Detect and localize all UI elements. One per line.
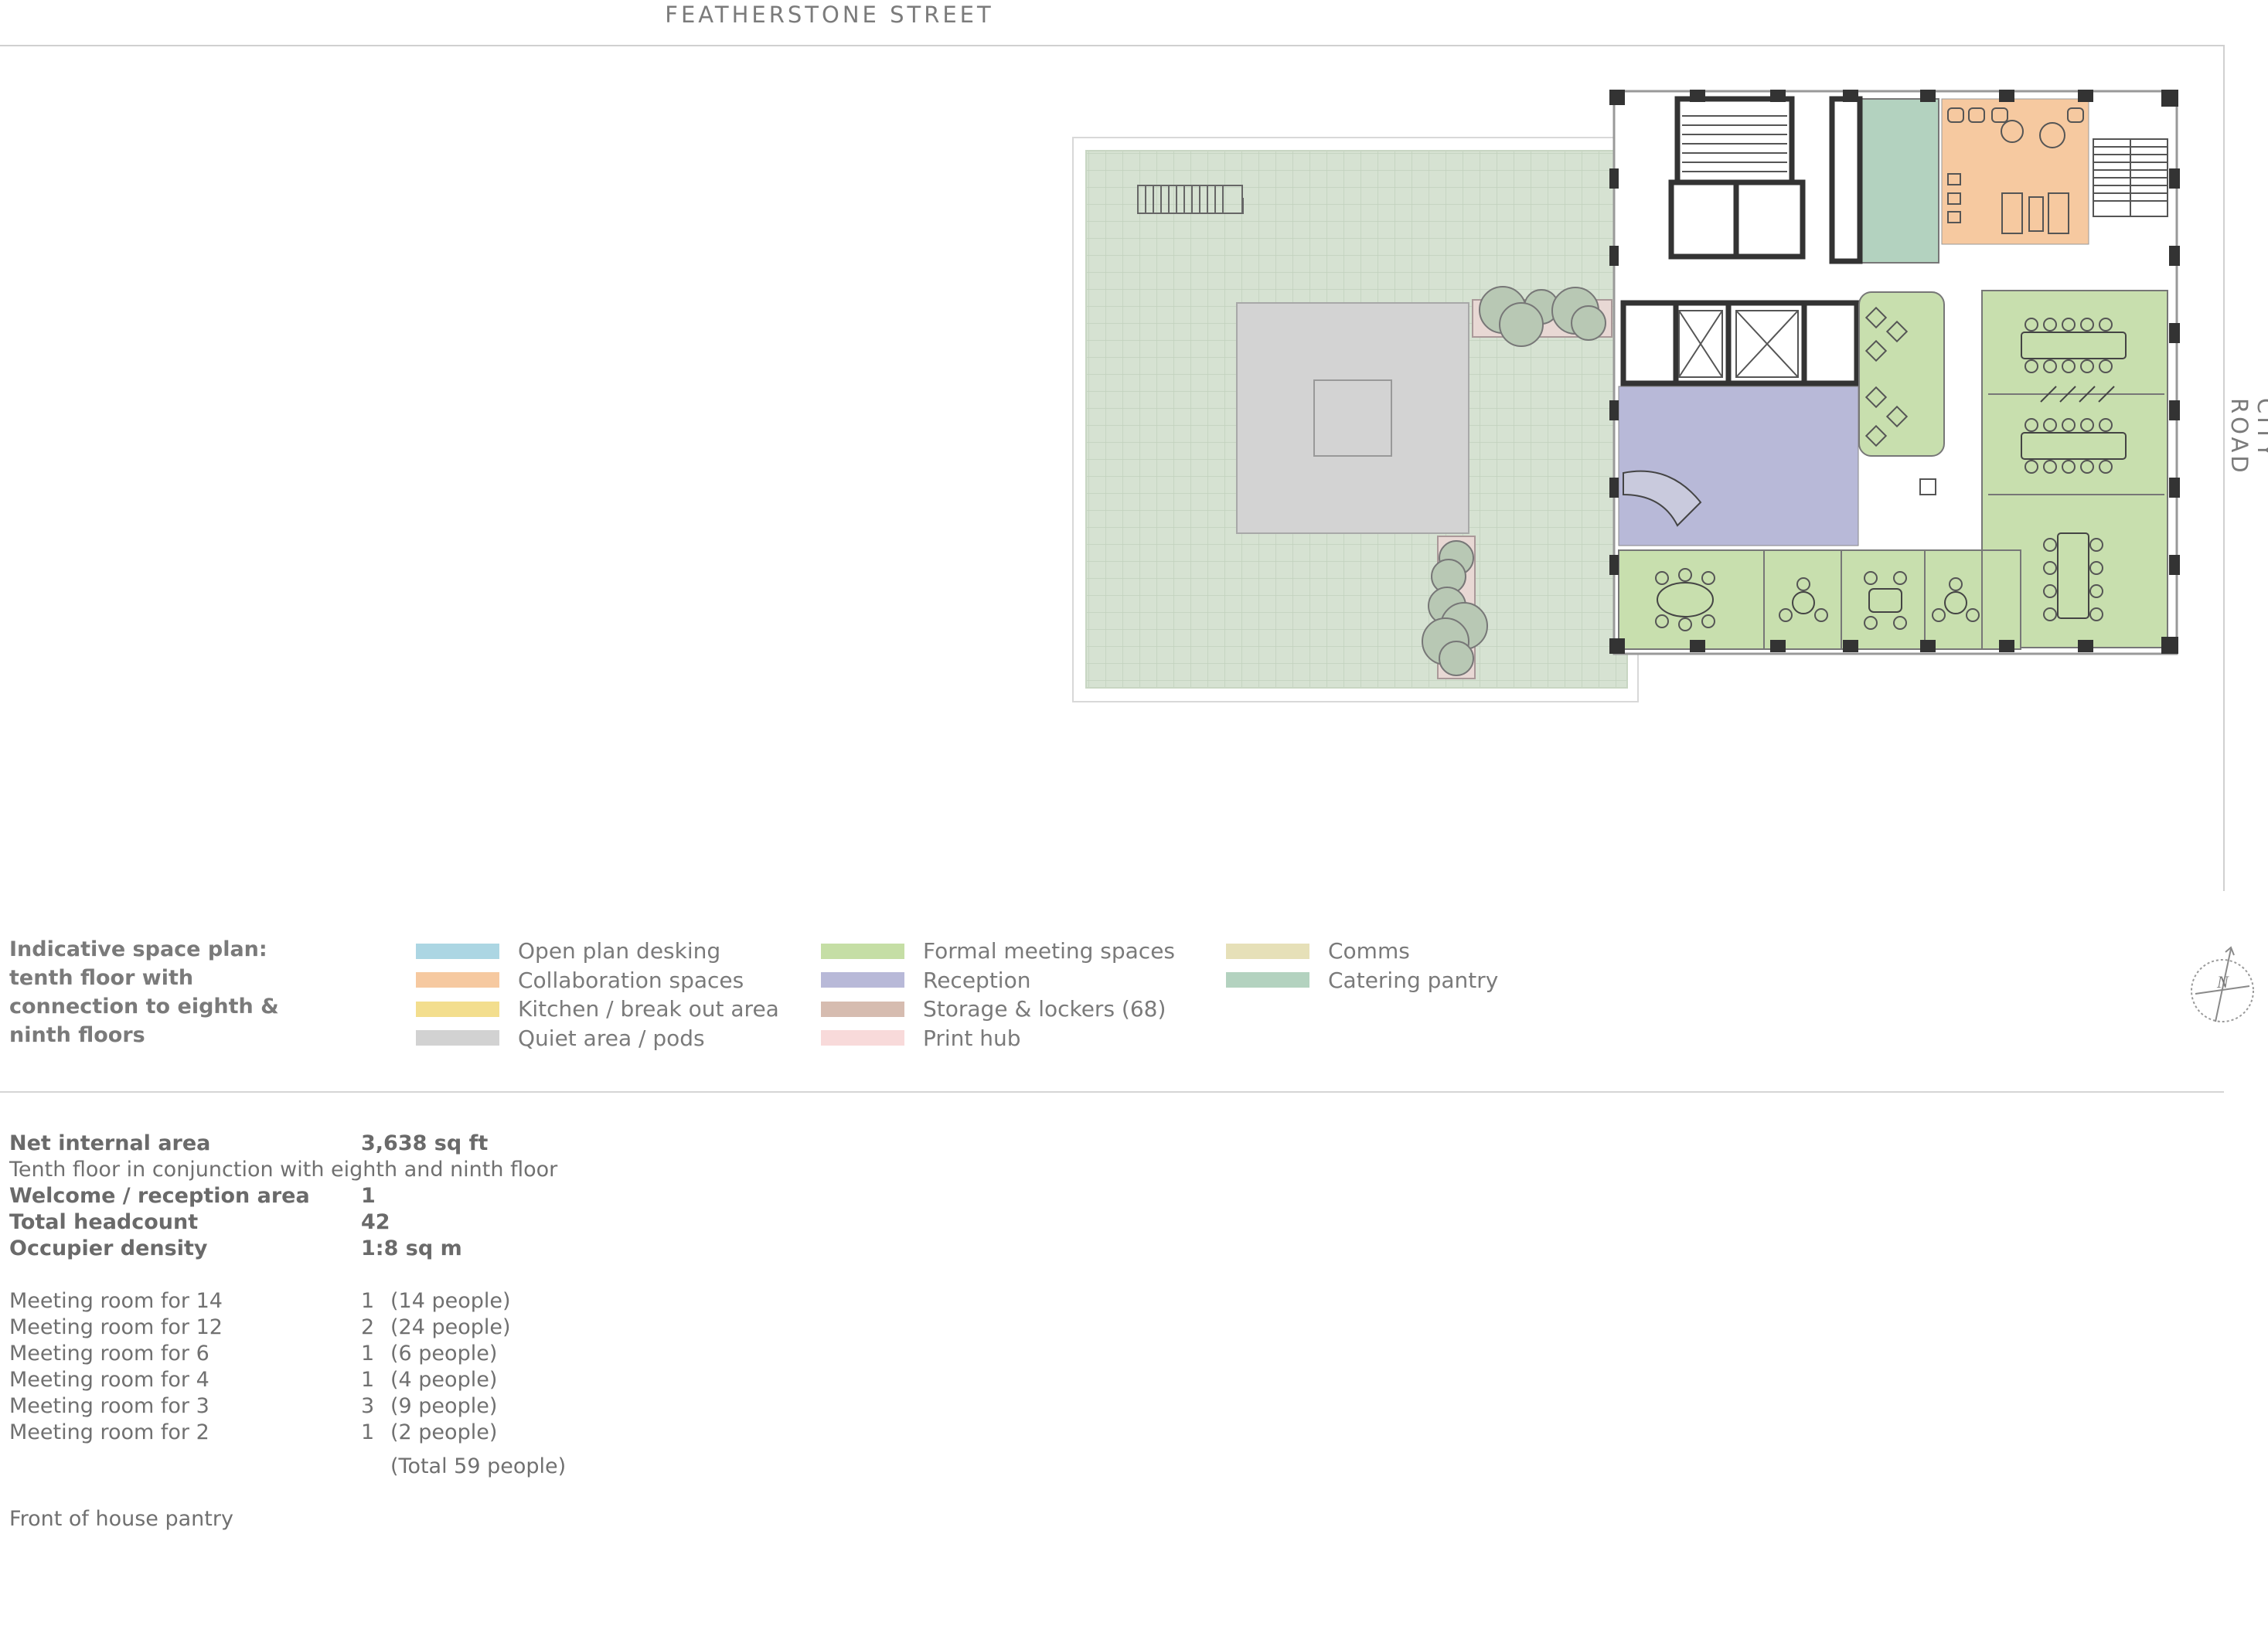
collaboration-space	[1941, 98, 2089, 245]
stat-value: 42	[361, 1210, 390, 1234]
structural-columns	[1609, 90, 2180, 654]
legend-swatch	[416, 943, 499, 959]
stat-value: 1	[361, 1184, 376, 1208]
stat-note: Tenth floor in conjunction with eighth a…	[9, 1158, 558, 1182]
north-arrow-icon: N	[2189, 941, 2256, 1026]
legend-swatch	[821, 1001, 904, 1017]
lounge-chairs	[1864, 306, 1909, 447]
legend-item: Print hub	[821, 1024, 1175, 1053]
stat-label: Net internal area	[9, 1131, 211, 1155]
legend-item: Open plan desking	[416, 937, 779, 966]
legend-label: Kitchen / break out area	[518, 996, 779, 1022]
collab-furniture	[1947, 107, 2084, 234]
legend-label: Formal meeting spaces	[923, 938, 1176, 964]
legend-label: Reception	[923, 967, 1031, 993]
legend-label: Collaboration spaces	[518, 967, 744, 993]
meeting-room-label: Meeting room for 4	[9, 1368, 209, 1392]
stair-core	[1682, 115, 1787, 172]
legend-swatch	[416, 1001, 499, 1017]
meeting-tables-south	[1657, 582, 1967, 617]
meeting-room-people: (4 people)	[390, 1368, 498, 1392]
legend-swatch	[416, 972, 499, 988]
floor-plan	[1072, 90, 2180, 702]
meeting-room-label: Meeting room for 3	[9, 1394, 209, 1418]
street-label-city-road: CITY ROAD	[2226, 398, 2268, 476]
comms-box	[1919, 478, 1936, 495]
meeting-room-people: (2 people)	[390, 1420, 498, 1444]
legend-item: Reception	[821, 966, 1175, 995]
site-boundary-right	[2223, 45, 2225, 891]
meeting-room-count: 1	[361, 1368, 375, 1392]
meeting-room-people: (9 people)	[390, 1394, 498, 1418]
meeting-room-count: 1	[361, 1289, 375, 1313]
meeting-rooms-south	[1618, 549, 2021, 650]
chairs-east	[2025, 318, 2113, 621]
stat-label: Occupier density	[9, 1236, 208, 1260]
legend-swatch	[416, 1030, 499, 1046]
street-label-featherstone: FEATHERSTONE STREET	[665, 2, 994, 28]
legend-label: Open plan desking	[518, 938, 721, 964]
legend-item: Storage & lockers (68)	[821, 995, 1175, 1024]
site-boundary-top	[0, 45, 2225, 46]
legend-item: Comms	[1226, 937, 1498, 966]
meeting-room-label: Meeting room for 2	[9, 1420, 209, 1444]
trees	[1422, 286, 1606, 676]
meeting-room-people: (24 people)	[390, 1315, 511, 1339]
quiet-area	[1236, 302, 1469, 534]
meeting-room-label: Meeting room for 12	[9, 1315, 223, 1339]
stat-value: 1:8 sq m	[361, 1236, 462, 1260]
legend-label: Catering pantry	[1328, 967, 1499, 993]
legend-item: Formal meeting spaces	[821, 937, 1175, 966]
legend-item: Kitchen / break out area	[416, 995, 779, 1024]
stat-label: Total headcount	[9, 1210, 199, 1234]
meeting-room-label: Meeting room for 6	[9, 1342, 209, 1366]
lounge-pods	[1858, 291, 1945, 457]
legend-swatch	[821, 943, 904, 959]
legend-swatch	[821, 1030, 904, 1046]
legend-swatch	[821, 972, 904, 988]
legend-item: Catering pantry	[1226, 966, 1498, 995]
legend-item: Quiet area / pods	[416, 1024, 779, 1053]
legend-swatch	[1226, 943, 1309, 959]
chairs-south	[1655, 568, 1980, 631]
meeting-room-count: 3	[361, 1394, 375, 1418]
legend-title: Indicative space plan: tenth floor with …	[9, 937, 279, 1047]
legend-item: Collaboration spaces	[416, 966, 779, 995]
legend-label: Comms	[1328, 938, 1410, 964]
meeting-tables-east	[2021, 332, 2127, 619]
meeting-room-people: (14 people)	[390, 1289, 511, 1313]
stair-east	[2093, 138, 2168, 217]
section-divider	[0, 1091, 2224, 1093]
legend-label: Storage & lockers (68)	[923, 996, 1166, 1022]
stat-total: (Total 59 people)	[390, 1454, 567, 1478]
rooflight	[1313, 379, 1392, 457]
catering-pantry	[1861, 98, 1939, 264]
legend-swatch	[1226, 972, 1309, 988]
meeting-room-label: Meeting room for 14	[9, 1289, 223, 1313]
meeting-room-count: 1	[361, 1342, 375, 1366]
stat-note: Front of house pantry	[9, 1507, 233, 1531]
terrace-stair	[1137, 185, 1244, 214]
legend-label: Quiet area / pods	[518, 1025, 705, 1051]
meeting-room-count: 1	[361, 1420, 375, 1444]
north-label: N	[2216, 972, 2229, 991]
legend-label: Print hub	[923, 1025, 1021, 1051]
stat-label: Welcome / reception area	[9, 1184, 310, 1208]
meeting-room-count: 2	[361, 1315, 375, 1339]
lifts	[1678, 310, 1799, 378]
stat-value: 3,638 sq ft	[361, 1131, 489, 1155]
meeting-room-people: (6 people)	[390, 1342, 498, 1366]
reception-desk	[1623, 470, 1702, 527]
reception	[1618, 386, 1859, 546]
